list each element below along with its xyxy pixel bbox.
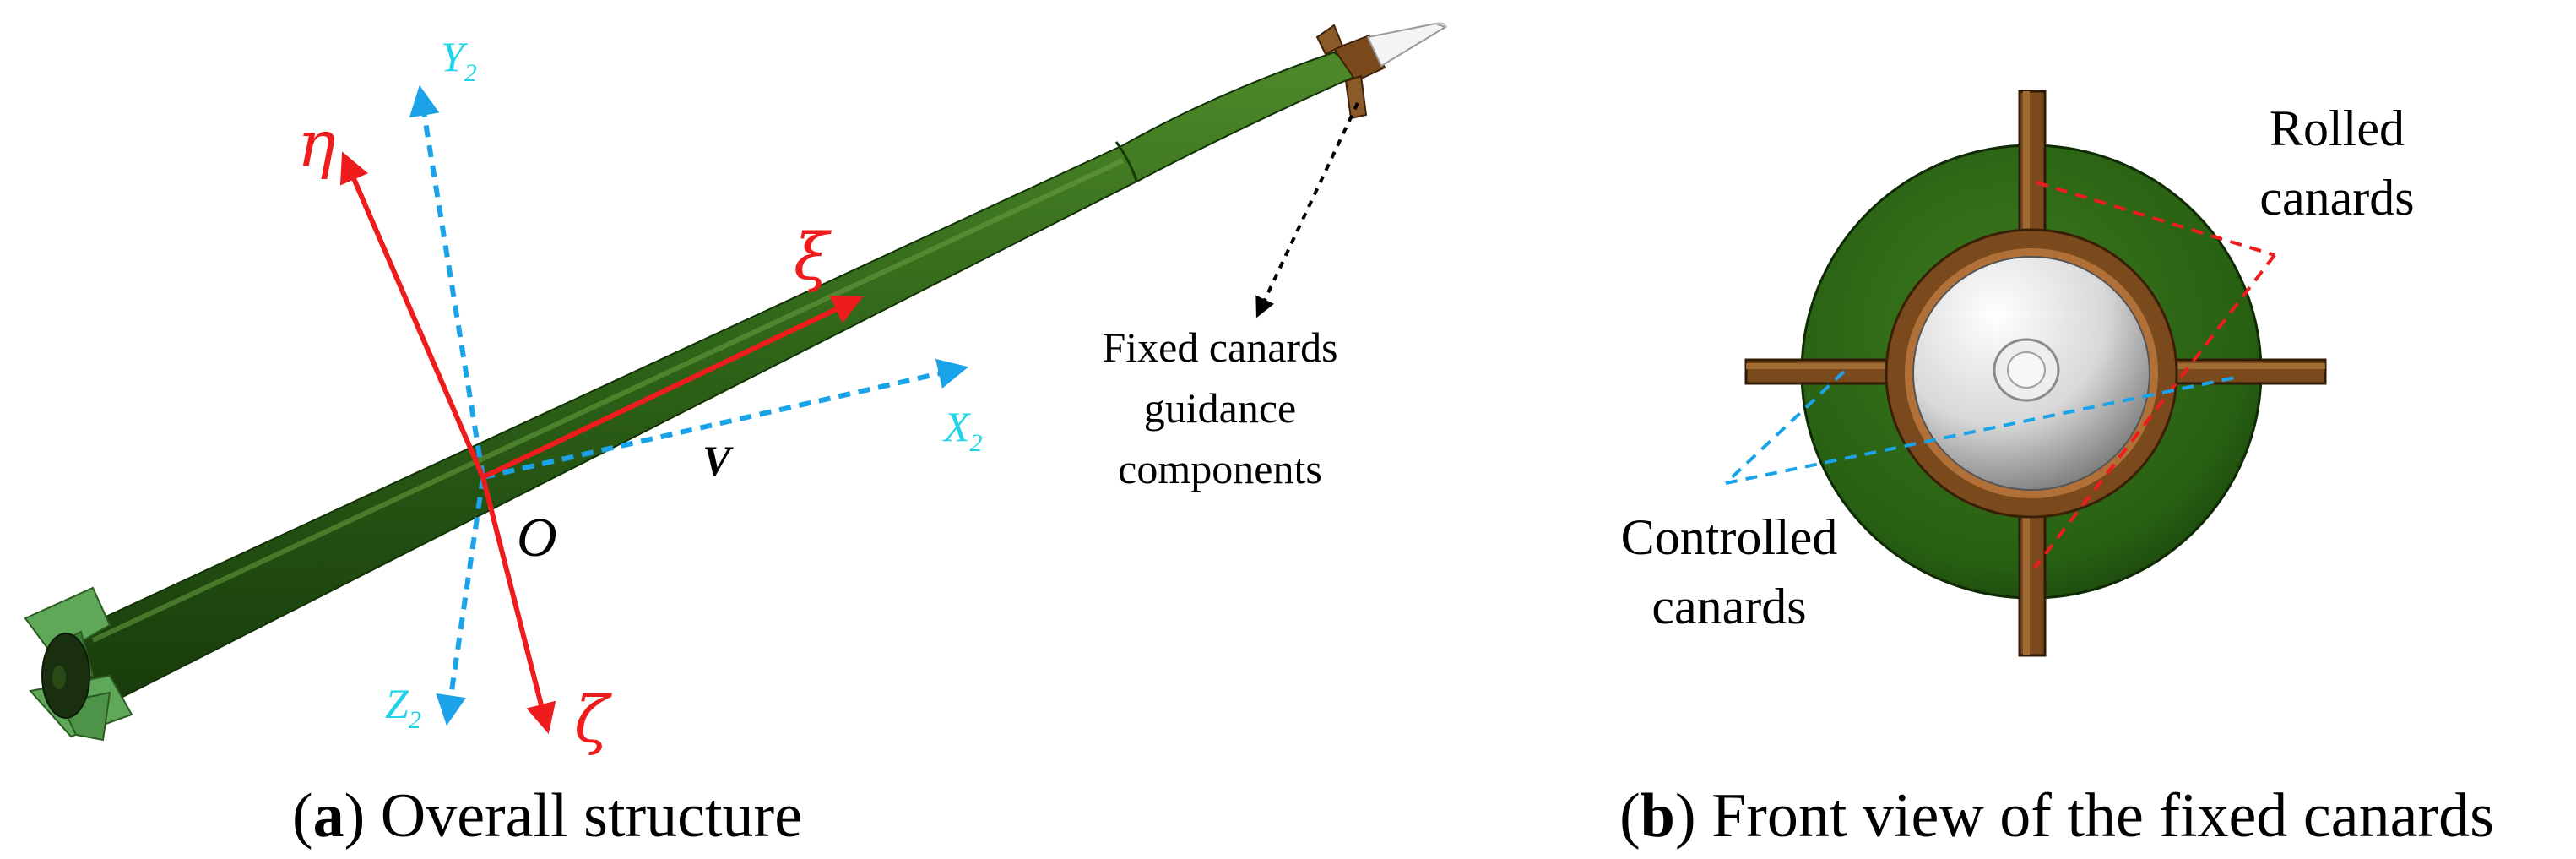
- controlled-label-line-1: Controlled: [1621, 509, 1838, 565]
- caption-a-letter: a: [313, 781, 344, 851]
- eta-axis: [339, 151, 485, 479]
- caption-b-open: (: [1619, 781, 1641, 851]
- rolled-label-line-1: Rolled: [2270, 101, 2405, 156]
- xi-axis: [481, 296, 864, 480]
- zeta-label: ζ: [574, 682, 612, 757]
- caption-a: (a) Overall structure: [292, 781, 802, 851]
- caption-b: (b) Front view of the fixed canards: [1619, 781, 2494, 851]
- canards-horizontal: [1744, 358, 2327, 385]
- projectile-body: [24, 22, 1448, 742]
- origin-label: O: [517, 507, 557, 568]
- annotation-arrow: [1255, 102, 1359, 318]
- x2-label: X2: [942, 403, 983, 457]
- y2-label: Y2: [441, 33, 477, 87]
- z2-axis: [436, 476, 485, 726]
- controlled-canards-callout: [1724, 370, 2240, 485]
- rolled-label-line-2: canards: [2259, 170, 2414, 226]
- y2-axis: [409, 84, 485, 478]
- annotation-line-2: guidance: [1144, 384, 1296, 432]
- panel-b: Rolled canards Controlled canards (b) Fr…: [1619, 90, 2494, 851]
- panel-a: η ξ ζ Y2 X2 Z2 O V Fixed canards guidanc…: [24, 22, 1448, 851]
- caption-a-text: Overall structure: [381, 781, 802, 851]
- controlled-label-line-2: canards: [1651, 579, 1806, 634]
- rolled-canards-callout: [2033, 181, 2276, 569]
- xi-label: ξ: [794, 219, 832, 294]
- zeta-axis-line: [480, 476, 556, 734]
- eta-label: η: [297, 106, 336, 181]
- caption-b-text: Front view of the fixed canards: [1711, 781, 2494, 851]
- tail-fins: [24, 586, 133, 742]
- velocity-label: V: [702, 437, 734, 484]
- caption-b-letter: b: [1641, 781, 1675, 851]
- nose-canard-section: [1315, 22, 1448, 120]
- caption-a-close: ): [344, 781, 381, 851]
- x2-axis: [482, 358, 969, 480]
- caption-b-close: ): [1675, 781, 1711, 851]
- annotation-line-1: Fixed canards: [1102, 323, 1337, 371]
- annotation-line-3: components: [1118, 445, 1322, 492]
- velocity-frame-axes: [409, 84, 969, 726]
- caption-a-open: (: [292, 781, 313, 851]
- z2-label: Z2: [385, 680, 421, 734]
- body-frame-axes: [339, 151, 864, 734]
